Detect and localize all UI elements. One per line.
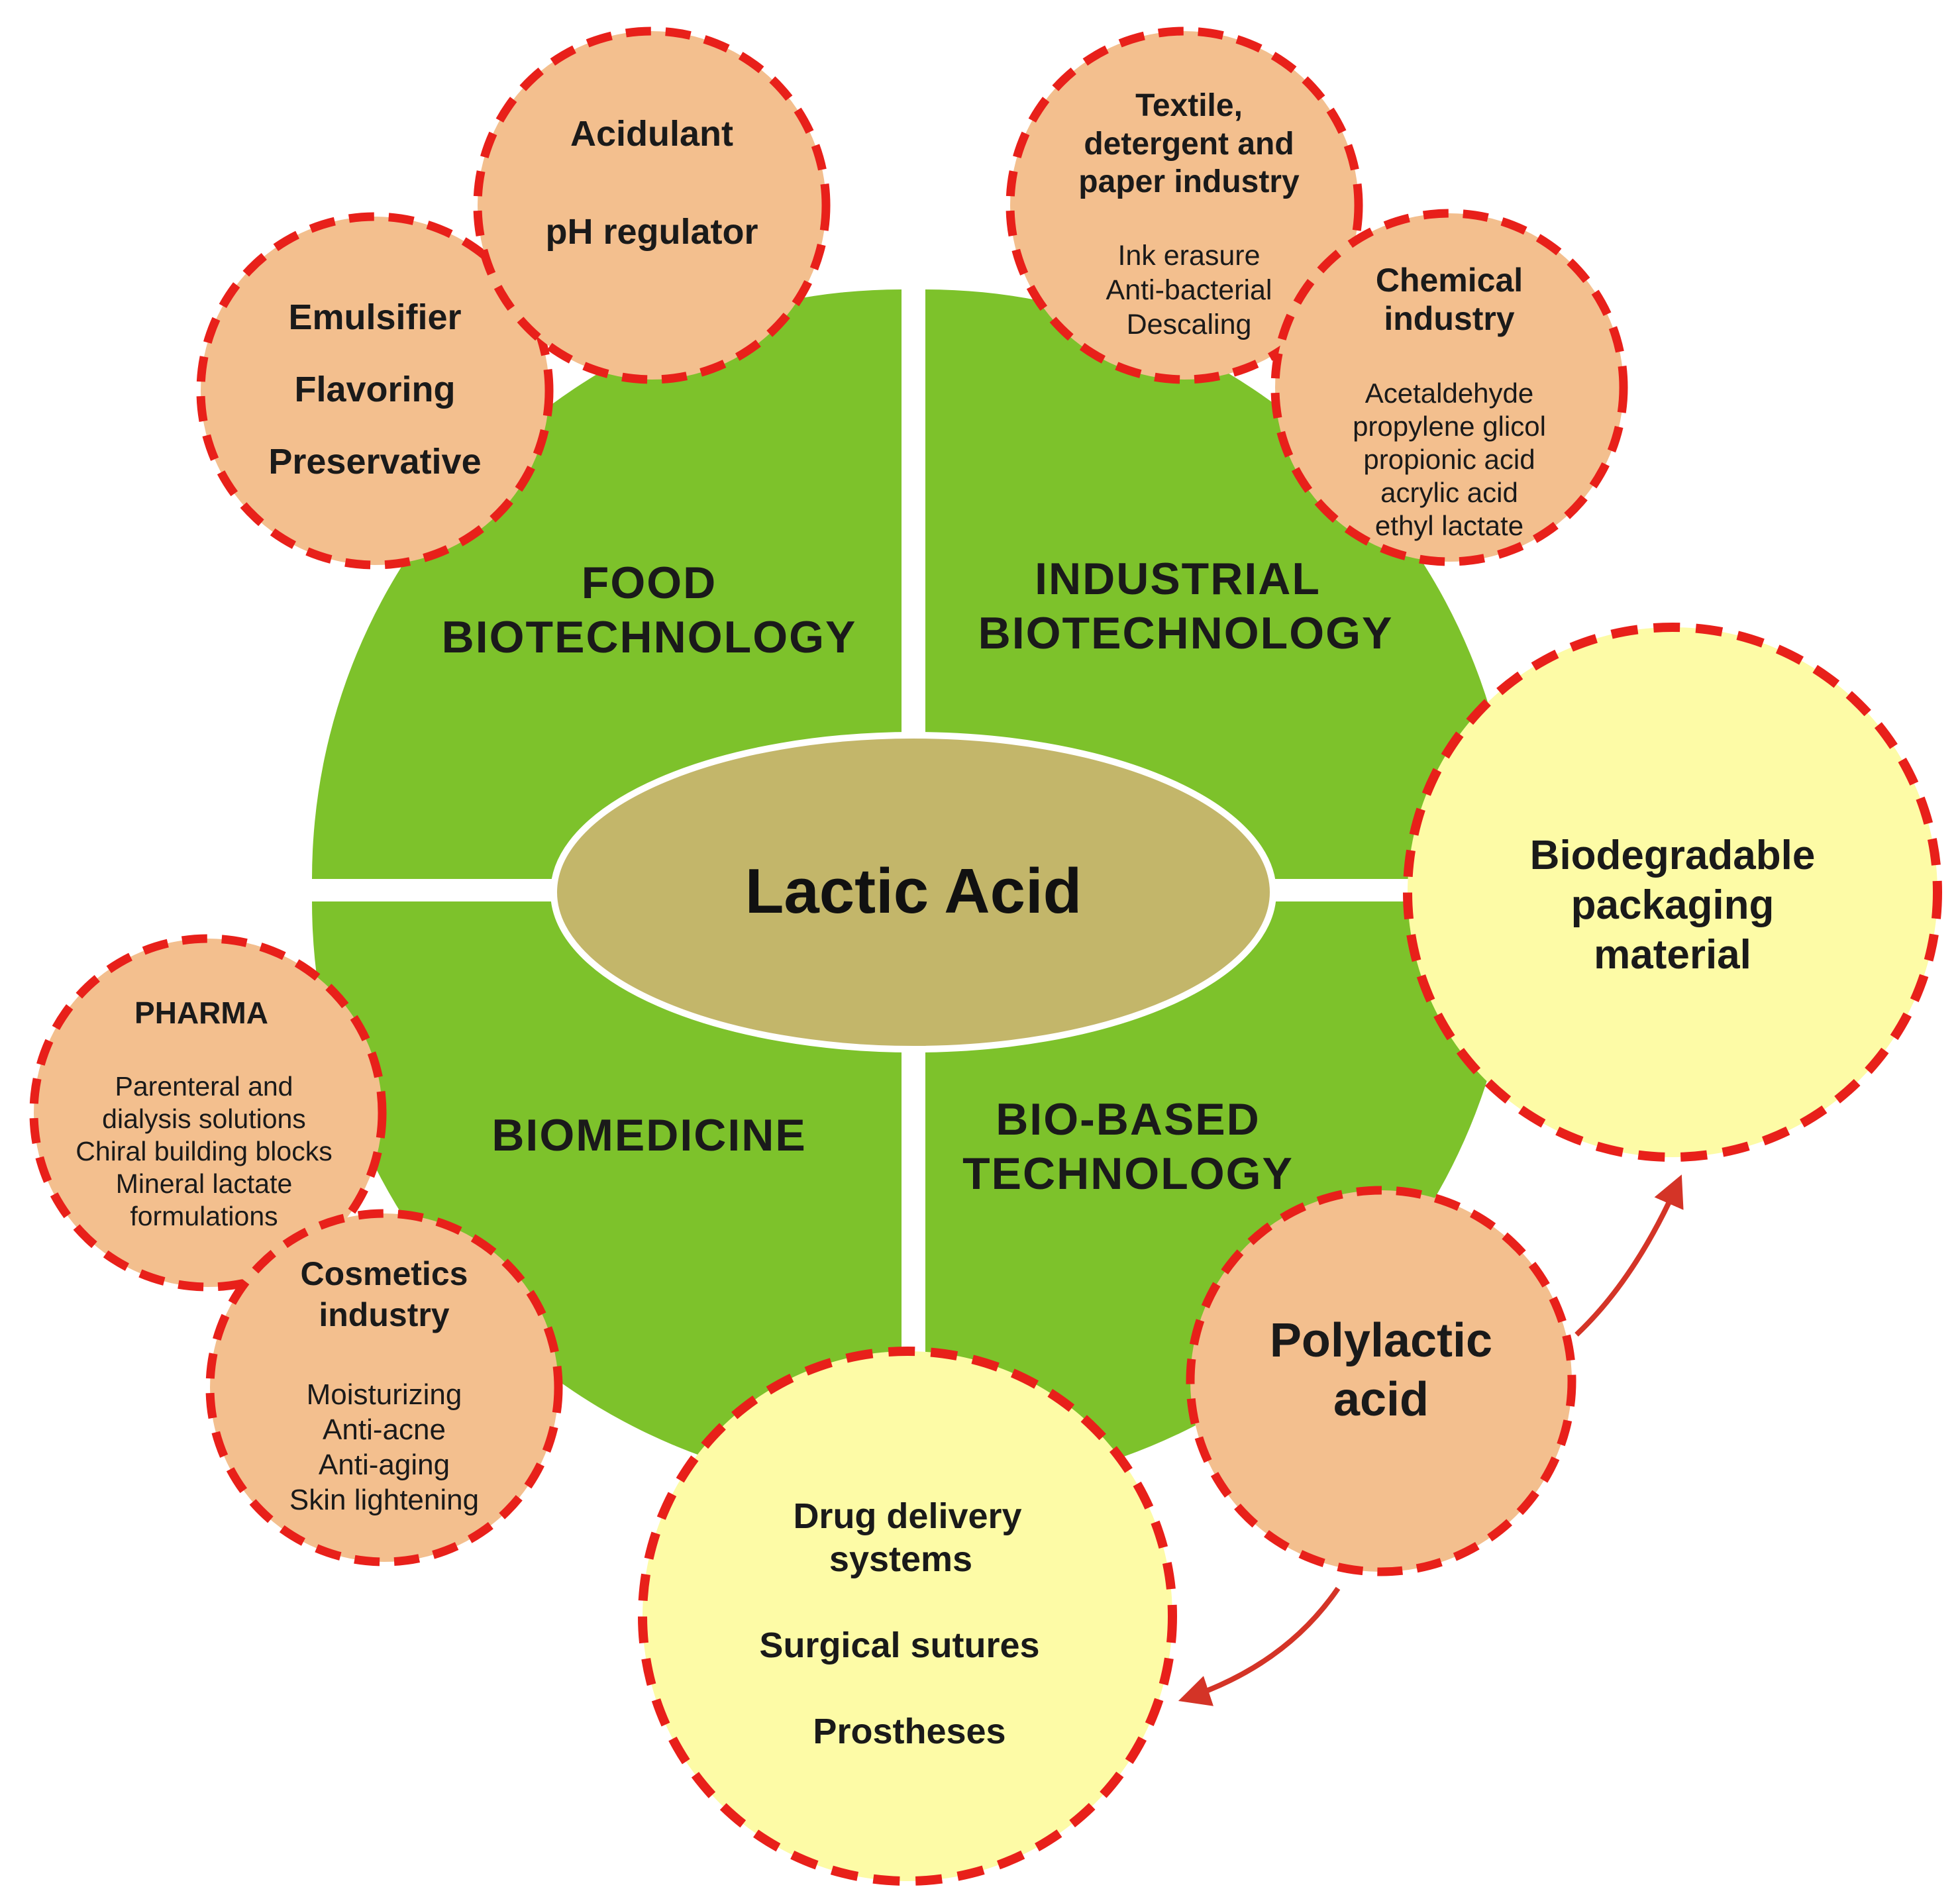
circle-acidulant: Acidulant pH regulator: [473, 26, 831, 384]
circle-emulsifier: Emulsifier Flavoring Preservative: [196, 212, 554, 570]
emulsifier-item-2: Flavoring: [294, 370, 455, 409]
sector-food-label-line2: BIOTECHNOLOGY: [442, 612, 857, 662]
chemical-title-1: Chemical: [1376, 262, 1523, 299]
drug-item-3: Surgical sutures: [759, 1625, 1039, 1665]
textile-item-1: Ink erasure: [1117, 240, 1260, 272]
emulsifier-item-3: Preservative: [268, 442, 481, 482]
arrow-to-drug-delivery: [1178, 1586, 1341, 1706]
drug-item-1: Drug delivery: [793, 1496, 1021, 1536]
acidulant-item-2: pH regulator: [545, 212, 758, 252]
center-oval: [550, 732, 1276, 1052]
sector-industrial-shape: [925, 289, 1515, 879]
cosmetics-item-3: Anti-aging: [319, 1449, 450, 1481]
textile-title-2: detergent and: [1084, 127, 1294, 162]
arrow-to-biodegradable: [1574, 1174, 1684, 1337]
cosmetics-item-4: Skin lightening: [289, 1484, 479, 1516]
cosmetics-item-2: Anti-acne: [323, 1413, 446, 1446]
center-label: Lactic Acid: [745, 856, 1082, 927]
biodegradable-title-1: Biodegradable: [1530, 833, 1816, 878]
sector-food-label-line1: FOOD: [582, 558, 717, 608]
circle-chemical: Chemical industry Acetaldehyde propylene…: [1270, 209, 1628, 566]
textile-title-1: Textile,: [1135, 88, 1243, 123]
sector-biomedicine-shape: [312, 901, 902, 1491]
sector-biobased-label-line1: BIO-BASED: [996, 1094, 1261, 1145]
sector-biobased-label-line2: TECHNOLOGY: [962, 1149, 1294, 1199]
sector-food-shape: [312, 289, 902, 879]
biodegradable-title-2: packaging: [1571, 882, 1775, 928]
sector-industrial-label-line1: INDUSTRIAL: [1035, 554, 1321, 604]
drug-item-2: systems: [829, 1539, 972, 1579]
chemical-item-1: Acetaldehyde: [1365, 378, 1534, 409]
textile-item-3: Descaling: [1127, 309, 1252, 340]
circle-biodegradable: Biodegradable packaging material: [1403, 623, 1942, 1162]
emulsifier-item-1: Emulsifier: [288, 297, 461, 337]
textile-item-2: Anti-bacterial: [1106, 274, 1272, 306]
pharma-item-4: Mineral lactate: [116, 1168, 293, 1199]
circle-cosmetics: Cosmetics industry Moisturizing Anti-acn…: [205, 1209, 563, 1566]
chemical-item-3: propionic acid: [1363, 444, 1535, 475]
circle-polylactic: Polylactic acid: [1186, 1186, 1576, 1576]
biodegradable-title-3: material: [1594, 932, 1751, 978]
circle-drug-delivery: Drug delivery systems Surgical sutures P…: [638, 1347, 1177, 1886]
green-wheel: [312, 289, 1515, 1491]
sector-biomedicine-label: BIOMEDICINE: [491, 1110, 806, 1160]
drug-item-4: Prostheses: [813, 1712, 1006, 1751]
chemical-title-2: industry: [1384, 300, 1514, 337]
chemical-item-5: ethyl lactate: [1375, 510, 1523, 541]
circle-textile: Textile, detergent and paper industry In…: [1006, 26, 1363, 384]
pharma-item-5: formulations: [130, 1201, 278, 1231]
polylactic-title-1: Polylactic: [1270, 1314, 1492, 1367]
textile-title-3: paper industry: [1078, 164, 1300, 199]
sector-labels: FOOD BIOTECHNOLOGY INDUSTRIAL BIOTECHNOL…: [442, 554, 1394, 1199]
pharma-item-2: dialysis solutions: [102, 1103, 306, 1134]
acidulant-item-1: Acidulant: [570, 114, 733, 154]
cosmetics-item-1: Moisturizing: [307, 1378, 462, 1411]
sector-biobased-shape: [925, 901, 1515, 1491]
polylactic-title-2: acid: [1333, 1373, 1429, 1426]
pharma-item-1: Parenteral and: [115, 1071, 293, 1102]
pharma-item-3: Chiral building blocks: [76, 1136, 332, 1166]
chemical-item-4: acrylic acid: [1380, 477, 1518, 508]
cosmetics-title-2: industry: [319, 1296, 449, 1333]
chemical-item-2: propylene glicol: [1353, 411, 1546, 442]
sector-industrial-label-line2: BIOTECHNOLOGY: [978, 608, 1394, 658]
circle-pharma: PHARMA Parenteral and dialysis solutions…: [29, 934, 387, 1292]
cosmetics-title-1: Cosmetics: [301, 1255, 468, 1292]
pharma-title: PHARMA: [134, 996, 268, 1030]
